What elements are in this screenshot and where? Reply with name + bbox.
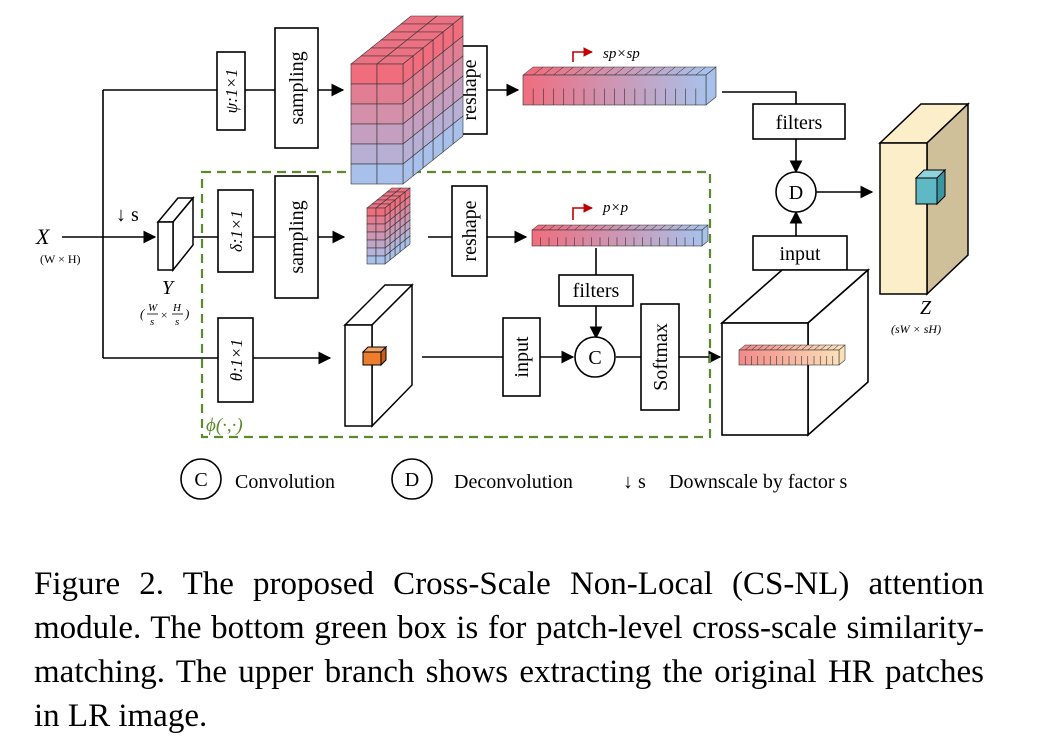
figure-caption: Figure 2. The proposed Cross-Scale Non-L… [34, 566, 984, 734]
legend-deconv-symbol: D [405, 469, 419, 491]
svg-text:Softmax: Softmax [650, 323, 672, 391]
svg-text:H: H [172, 302, 182, 314]
svg-text:filters: filters [573, 280, 620, 302]
y-dims: ( W s × H s ) [140, 302, 189, 328]
svg-text:θ:1×1: θ:1×1 [227, 339, 246, 381]
score-vector [738, 344, 846, 366]
top-patch-size: sp×sp [603, 46, 640, 62]
filters-top-box: filters [752, 103, 846, 140]
cs-nl-diagram: ϕ(·,·) X (W × H) ↓ s Y ( W s × H s ) ψ:1… [35, 15, 970, 500]
svg-text:reshape: reshape [459, 59, 481, 120]
svg-text:δ:1×1: δ:1×1 [227, 210, 246, 252]
svg-text:(: ( [140, 306, 145, 321]
svg-text:ψ:1×1: ψ:1×1 [222, 69, 241, 114]
deconv-operator: D [775, 171, 817, 213]
downscale-arrow: ↓ s [116, 204, 139, 226]
mid-patch-stack [366, 187, 411, 265]
svg-text:input: input [511, 336, 533, 378]
legend-deconv-symbol-circle [391, 458, 433, 500]
mid-patch-size: p×p [602, 200, 629, 216]
input-right-box: input [752, 235, 848, 271]
sampling-mid-box: sampling [274, 175, 319, 299]
svg-text:s: s [175, 316, 179, 328]
legend-conv-symbol-circle [180, 458, 222, 500]
query-patch-cube [361, 345, 388, 367]
svg-text:input: input [779, 243, 821, 265]
legend-conv-label: Convolution [235, 471, 335, 493]
filters-mid-box: filters [558, 274, 634, 307]
legend: C Convolution D Deconvolution ↓ s Downsc… [180, 458, 847, 500]
score-volume [719, 268, 871, 437]
input-x-dims: (W × H) [40, 252, 81, 266]
output-z-label: Z [920, 297, 932, 319]
legend-down-symbol: ↓ s [623, 471, 646, 493]
svg-text:s: s [150, 316, 154, 328]
mid-size-arrow [572, 203, 593, 220]
phi-label: ϕ(·,·) [206, 415, 243, 436]
legend-deconv-label: Deconvolution [454, 471, 573, 493]
theta-conv-box: θ:1×1 [217, 317, 254, 403]
reshape-mid-box: reshape [451, 185, 488, 277]
svg-text:): ) [184, 306, 189, 321]
input-mid-box: input [502, 317, 541, 397]
top-size-arrow [572, 47, 593, 62]
output-patch-cube [914, 168, 947, 206]
svg-text:filters: filters [776, 112, 823, 134]
mid-patch-vector [531, 224, 709, 247]
psi-conv-box: ψ:1×1 [216, 51, 246, 131]
top-patch-vector [522, 66, 717, 106]
svg-text:W: W [148, 302, 158, 314]
svg-text:C: C [588, 347, 601, 369]
theta-feature-map [343, 283, 414, 428]
conv-operator: C [574, 336, 616, 378]
output-z-map [878, 102, 970, 296]
legend-down-label: Downscale by factor s [669, 471, 847, 493]
output-z-dims: (sW × sH) [891, 322, 941, 336]
svg-text:D: D [789, 182, 803, 204]
svg-text:sampling: sampling [286, 200, 308, 273]
sampling-top-box: sampling [274, 27, 319, 149]
patch-matching-box [200, 170, 712, 439]
y-label: Y [162, 277, 175, 299]
input-x-label: X [35, 224, 51, 249]
top-patch-stack [350, 15, 464, 185]
svg-text:reshape: reshape [459, 200, 481, 261]
svg-text:sampling: sampling [286, 51, 308, 124]
legend-conv-symbol: C [194, 469, 207, 491]
softmax-box: Softmax [640, 303, 680, 411]
svg-text:×: × [160, 308, 168, 322]
y-feature-map [156, 195, 195, 273]
delta-conv-box: δ:1×1 [217, 189, 254, 273]
